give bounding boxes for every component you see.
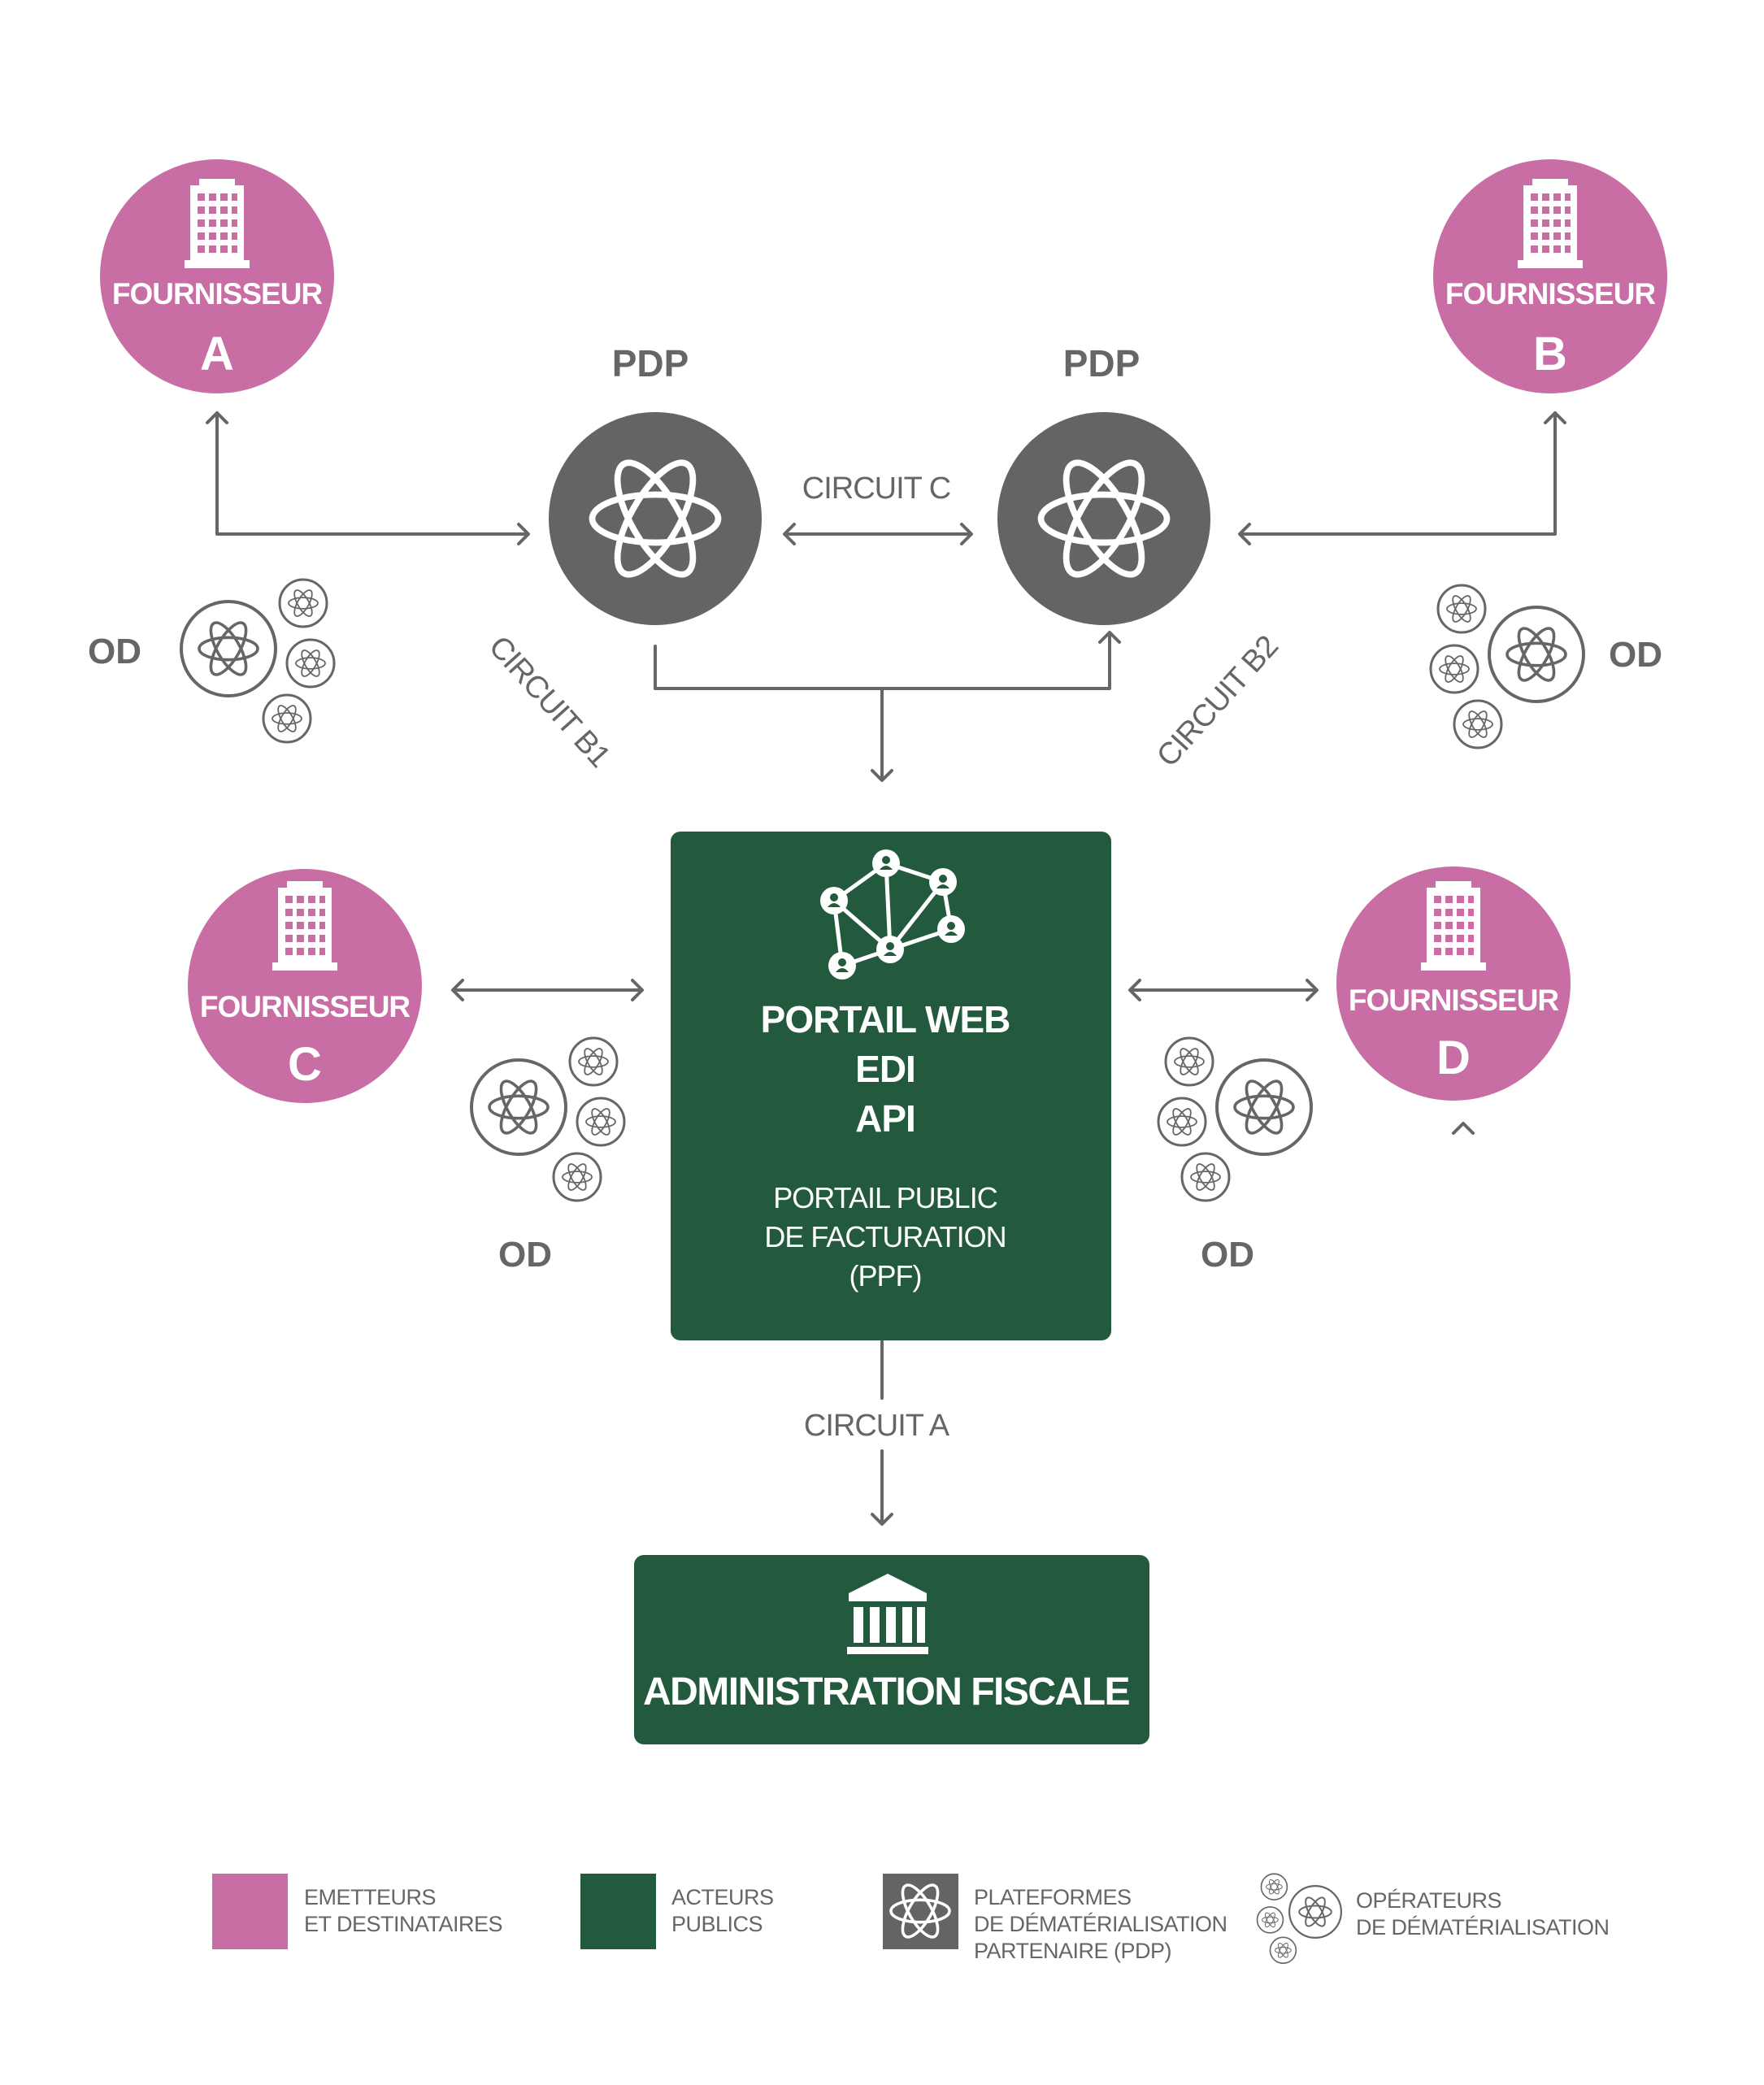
ppf-box — [671, 832, 1111, 1340]
building-icon — [1421, 881, 1486, 971]
supplier-d-letter: D — [1436, 1032, 1471, 1084]
supplier-c — [188, 869, 422, 1103]
supplier-b-name: FOURNISSEUR — [1445, 277, 1656, 311]
legend-emetteurs-line-2: ET DESTINATAIRES — [304, 1912, 503, 1936]
legend-plateformes: PLATEFORMES DE DÉMATÉRIALISATION PARTENA… — [974, 1884, 1227, 1965]
supplier-c-letter: C — [288, 1038, 322, 1091]
supplier-d-name: FOURNISSEUR — [1348, 984, 1559, 1017]
government-building-icon — [847, 1574, 928, 1654]
legend-operateurs-line-1: OPÉRATEURS — [1356, 1888, 1502, 1913]
building-icon — [185, 179, 250, 268]
od-label-top-right: OD — [1609, 635, 1662, 675]
supplier-d — [1336, 867, 1571, 1101]
supplier-b — [1433, 159, 1667, 393]
od-label-bottom-left: OD — [498, 1235, 552, 1275]
ppf-sub-text: PORTAIL PUBLIC DE FACTURATION (PPF) — [764, 1179, 1006, 1296]
administration-box — [634, 1555, 1149, 1744]
legend-plateformes-line-1: PLATEFORMES — [974, 1885, 1132, 1909]
od-label-bottom-right: OD — [1201, 1235, 1254, 1275]
atom-cluster-icon — [1431, 585, 1584, 748]
atom-cluster-icon — [181, 580, 334, 742]
pdp-left-label: PDP — [611, 342, 689, 384]
circuit-a-label: CIRCUIT A — [803, 1409, 949, 1443]
supplier-a-name: FOURNISSEUR — [111, 277, 323, 311]
line-pdp-ppf — [654, 632, 1111, 690]
legend-acteurs-line-2: PUBLICS — [671, 1912, 763, 1936]
od-label-top-left: OD — [88, 632, 141, 671]
legend-emetteurs: EMETTEURS ET DESTINATAIRES — [304, 1884, 503, 1938]
legend-plateformes-line-2: DE DÉMATÉRIALISATION — [974, 1912, 1227, 1936]
ppf-line-api: API — [855, 1097, 916, 1140]
supplier-a-letter: A — [200, 328, 234, 380]
building-icon — [1518, 179, 1583, 268]
circuit-c-label: CIRCUIT C — [802, 471, 951, 506]
administration-label: ADMINISTRATION FISCALE — [642, 1670, 1131, 1714]
ppf-main-text: PORTAIL WEB EDI API — [760, 995, 1011, 1144]
atom-cluster-icon — [471, 1038, 624, 1201]
ppf-line-edi: EDI — [855, 1048, 916, 1090]
supplier-c-name: FOURNISSEUR — [199, 990, 411, 1023]
legend-plateformes-line-3: PARTENAIRE (PDP) — [974, 1939, 1172, 1963]
line-a-pdp — [215, 411, 526, 536]
atom-cluster-icon — [1158, 1038, 1311, 1201]
legend-operateurs-line-2: DE DÉMATÉRIALISATION — [1356, 1915, 1610, 1939]
ppf-sub-line-1: PORTAIL PUBLIC — [773, 1181, 997, 1214]
pdp-right-label: PDP — [1062, 342, 1141, 384]
ppf-sub-line-2: DE FACTURATION — [764, 1220, 1006, 1253]
legend-green-square — [580, 1874, 656, 1949]
pdp-right — [997, 412, 1210, 625]
building-icon — [272, 881, 337, 971]
supplier-a — [100, 159, 334, 393]
legend-pdp-icon — [883, 1874, 958, 1949]
legend-pink-square — [212, 1874, 288, 1949]
legend-operateurs: OPÉRATEURS DE DÉMATÉRIALISATION — [1356, 1887, 1610, 1941]
supplier-b-letter: B — [1533, 328, 1567, 380]
pdp-left — [549, 412, 762, 625]
legend-acteurs-line-1: ACTEURS — [671, 1885, 774, 1909]
legend-emetteurs-line-1: EMETTEURS — [304, 1885, 437, 1909]
connectors — [206, 411, 1566, 1526]
legend-od-icon — [1258, 1874, 1341, 1963]
ppf-line-portail: PORTAIL WEB — [760, 998, 1011, 1040]
legend-acteurs: ACTEURS PUBLICS — [671, 1884, 774, 1938]
line-b-pdp — [1242, 411, 1557, 536]
ppf-sub-line-3: (PPF) — [849, 1259, 923, 1292]
